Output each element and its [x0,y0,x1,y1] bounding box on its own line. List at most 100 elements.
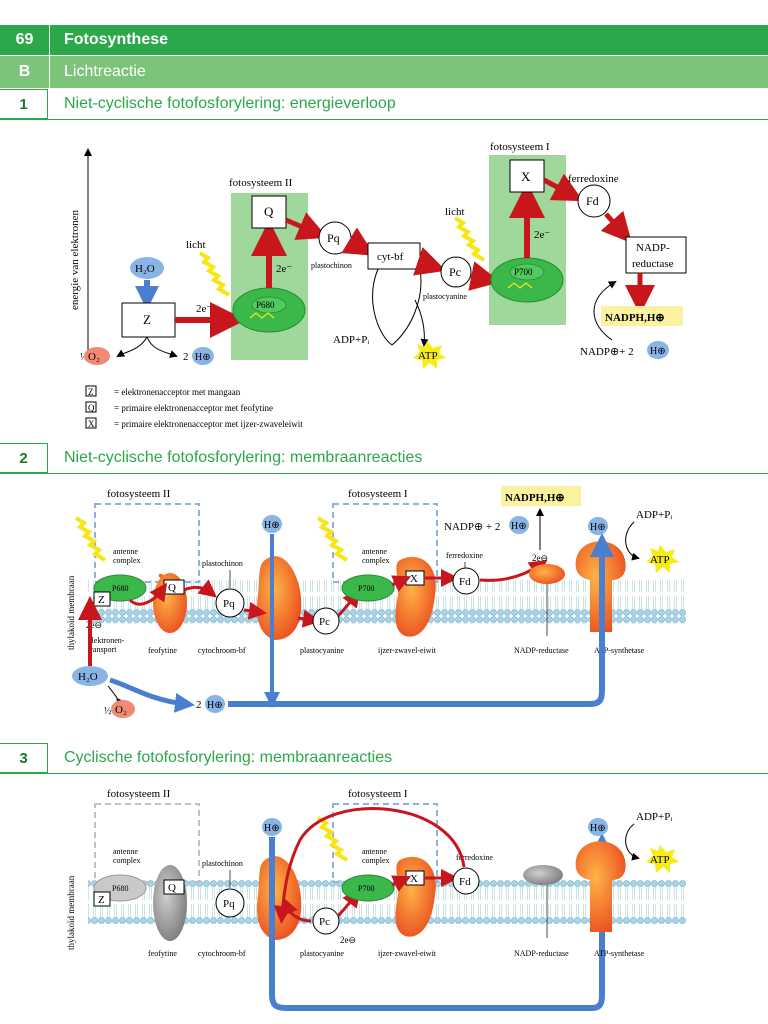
h-label-1: H⊕ [195,352,211,363]
q-to-pq-arrow [285,212,328,240]
p680-core [251,296,287,314]
subchapter-header: B Lichtreactie [0,56,768,88]
nadph-box [601,306,683,326]
pc-label: Pc [449,265,461,279]
antenne-label-ps1: antenne [362,547,387,556]
nadp-reductase-label-2: reductase [632,258,674,270]
light-ps2-label: licht [186,239,206,251]
complex-label-ps2-3: complex [113,856,141,865]
x-label-3: X [410,873,418,885]
chapter-header: 69 Fotosynthese [0,25,768,55]
antenne-label-ps2: antenne [113,547,138,556]
atp-label-2: ATP [650,554,670,566]
membrane-label-3: thylakoïd membraan [66,875,76,950]
h-node-2a [262,515,282,533]
q-label: Q [264,204,274,219]
legend-x-key: X [88,419,95,429]
nadp-reductase-protein-2 [529,564,565,584]
pc-node-2 [312,607,340,635]
light-ps1 [453,216,486,262]
two-label-2: 2 [196,699,202,711]
ps1-label-3: fotosysteem I [348,788,408,800]
e2-label-2b: 2e⊖ [86,620,102,630]
diagram-cyclic-membrane: thylakoïd membraan fotosysteem II fotosy… [66,788,686,1011]
feofytine-protein-3 [153,865,187,941]
atp-label-1: ATP [418,350,438,362]
ps2-dashed-2 [94,503,200,583]
x-box [509,159,545,193]
fd-label-2: Fd [459,576,471,588]
section-3-header: 3 Cyclische fotofosforylering: membraanr… [0,743,768,774]
pq-node-2 [215,588,245,618]
fd-label: Fd [586,194,599,208]
p700-label: P700 [514,267,533,277]
nadp-reductase-protein-3 [523,865,563,885]
pq-to-cytbf-arrow [341,227,375,256]
o2-node [84,347,110,365]
nadp-reductase-label-2: NADP-reductase [514,646,569,655]
h-node-2d [205,695,225,713]
pc-label-3: Pc [319,916,330,928]
h2o-label-2: H₂O [78,671,98,683]
light-ps1-3 [316,816,349,862]
nadph-box-2 [501,486,581,506]
ferredoxine-label-3: ferredoxine [456,853,493,862]
h-label-2a: H⊕ [264,520,280,531]
adp-label-1: ADP+Pᵢ [333,334,369,346]
section-1-number: 1 [0,89,48,119]
p680-wave [249,312,275,319]
q-label-2: Q [168,582,176,594]
fd-node-2 [452,567,480,595]
atp-star-2 [646,545,679,573]
legend-z-key: Z [88,387,94,397]
e2-label-3: 2e⁻ [534,229,550,241]
light-ps2-2 [74,516,107,562]
feofytine-label-2: feofytine [148,646,177,655]
atp-label-3: ATP [650,854,670,866]
pc-label-2: Pc [319,616,330,628]
plastochinon-label-3: plastochinon [202,859,243,868]
h-node-2 [647,341,669,359]
atp-curve-arrow [414,299,429,347]
ijzer-label-2: ijzer-zwavel-eiwit [378,646,437,655]
adp-label-3: ADP+Pᵢ [636,811,672,823]
h2o-node [130,257,164,279]
diagram-energy-levels: energie van elektronen fotosysteem II fo… [69,141,687,429]
membrane-label-2: thylakoïd membraan [66,575,76,650]
ps2-label-3: fotosysteem II [107,788,171,800]
z-label: Z [143,312,151,327]
cyt-to-pc-arrow-2 [297,609,321,628]
fd-to-nadpred-arrow [600,210,632,244]
h-label-2c: H⊕ [590,522,606,533]
atp-synthase-3 [575,841,626,932]
cyclic-return-arrow-3 [273,807,466,924]
h-label-2b: H⊕ [511,521,527,532]
h-node-2c [588,517,608,535]
legend-q-key: Q [88,403,95,413]
cytbf-to-pc-arrow [413,247,447,276]
z-label-3: Z [98,894,105,906]
o2-node-2 [111,700,135,718]
h-label-2: H⊕ [650,346,666,357]
cytochroom-protein-3 [256,856,302,940]
e2-label-3: 2e⊖ [340,935,356,945]
h-node-3a [262,818,282,836]
h2o-node-2 [72,666,108,686]
light-ps1-label: licht [445,206,465,218]
p680-label: P680 [256,300,275,310]
ijzer-protein-3 [395,856,436,937]
atp-curve [372,268,422,346]
pq-to-cyt-arrow-2 [243,601,267,620]
legend-q-box [85,401,97,413]
complex-label-ps1: complex [362,556,390,565]
e2-label-1: 2e⁻ [196,303,212,315]
atp-synth-label-2: ATP-synthetase [594,646,645,655]
adp-arrow-3 [625,823,640,861]
h-node-2b [509,516,529,534]
half-label-2: ½ [104,706,112,717]
nadp-in-label: NADP⊕+ 2 [580,346,634,358]
section-1-title: Niet-cyclische fotofosforylering: energi… [64,95,396,112]
section-3-number: 3 [0,743,48,773]
fd-node [577,184,611,218]
p700-to-x-arrow-2 [391,575,412,592]
